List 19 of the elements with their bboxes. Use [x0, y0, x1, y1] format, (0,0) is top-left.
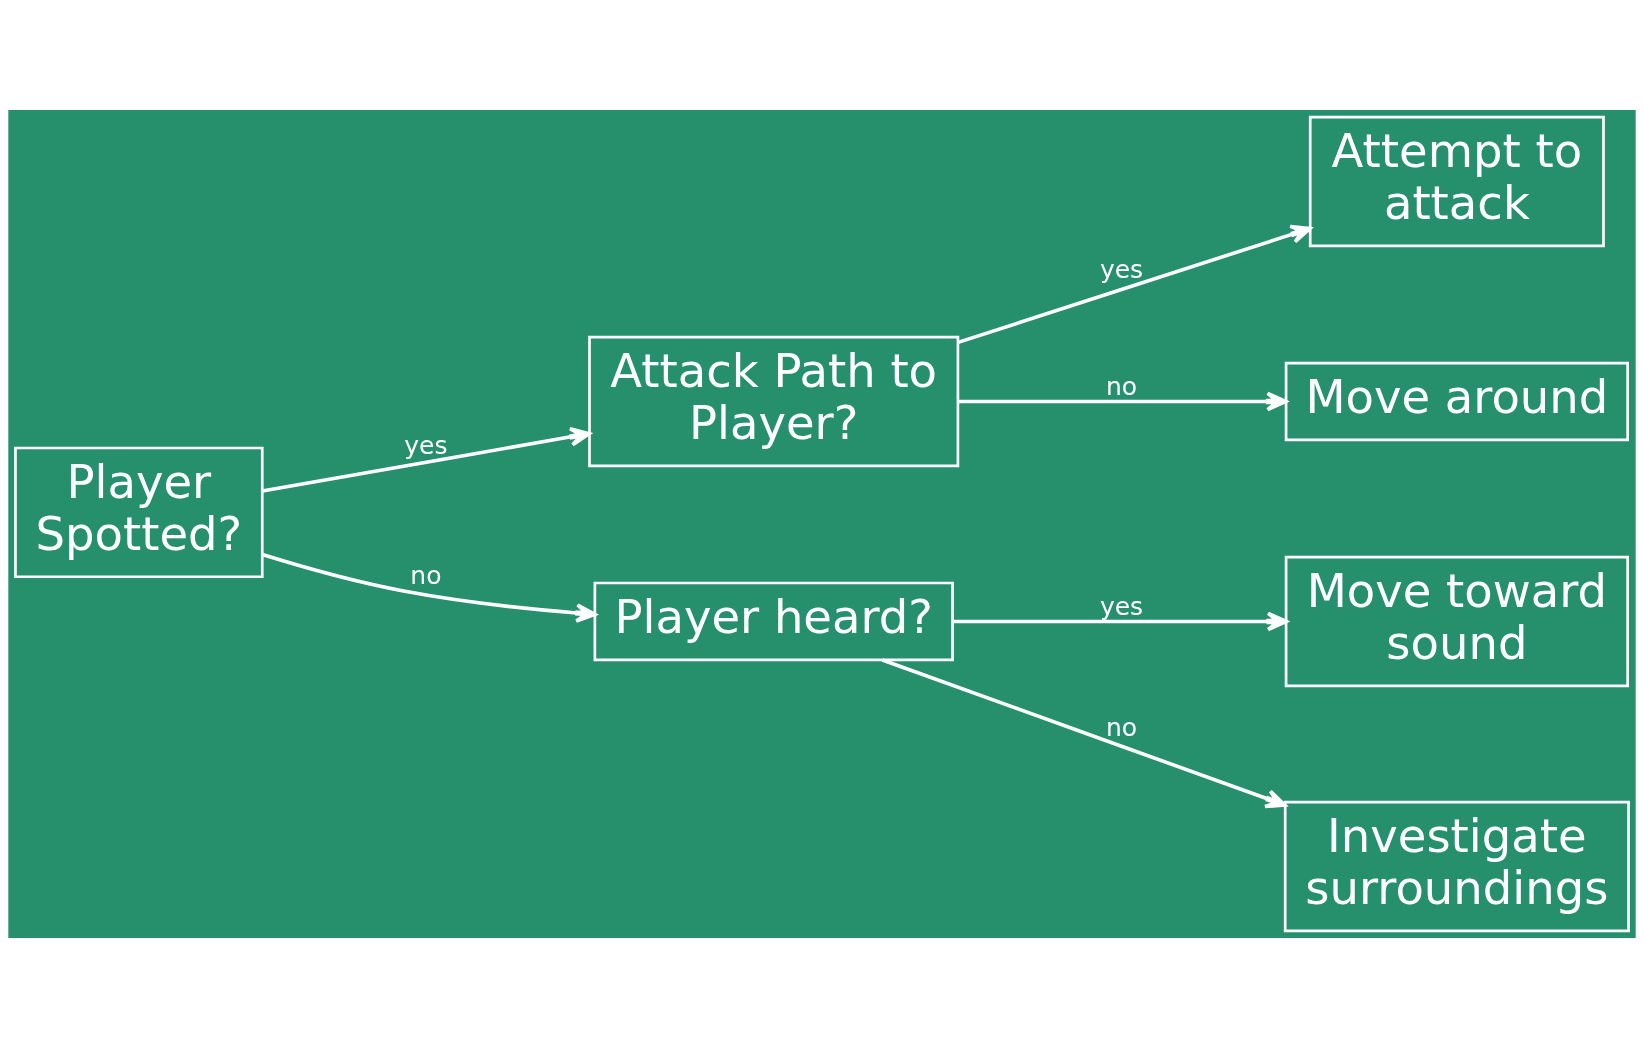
arrow	[261, 552, 597, 623]
edge-label: no	[1105, 713, 1138, 743]
node-box: Player heard?	[593, 581, 954, 662]
edge-label: yes	[404, 430, 448, 460]
node-box: Investigate surroundings	[1283, 800, 1630, 933]
arrow	[262, 427, 591, 493]
node-box: Move around	[1284, 361, 1629, 442]
edge-label: no	[1105, 371, 1138, 401]
edge-label: yes	[1099, 255, 1144, 285]
node-box: Attempt to attack	[1308, 115, 1605, 248]
arrow	[881, 658, 1287, 809]
arrow	[957, 224, 1312, 345]
edge-label: no	[410, 561, 442, 591]
arrow	[953, 611, 1288, 632]
node-box: Move toward sound	[1284, 555, 1629, 688]
arrow	[958, 391, 1288, 412]
node-box: Player Spotted?	[14, 446, 264, 579]
edge-label: yes	[1099, 591, 1144, 621]
node-box: Attack Path to Player?	[588, 335, 960, 468]
